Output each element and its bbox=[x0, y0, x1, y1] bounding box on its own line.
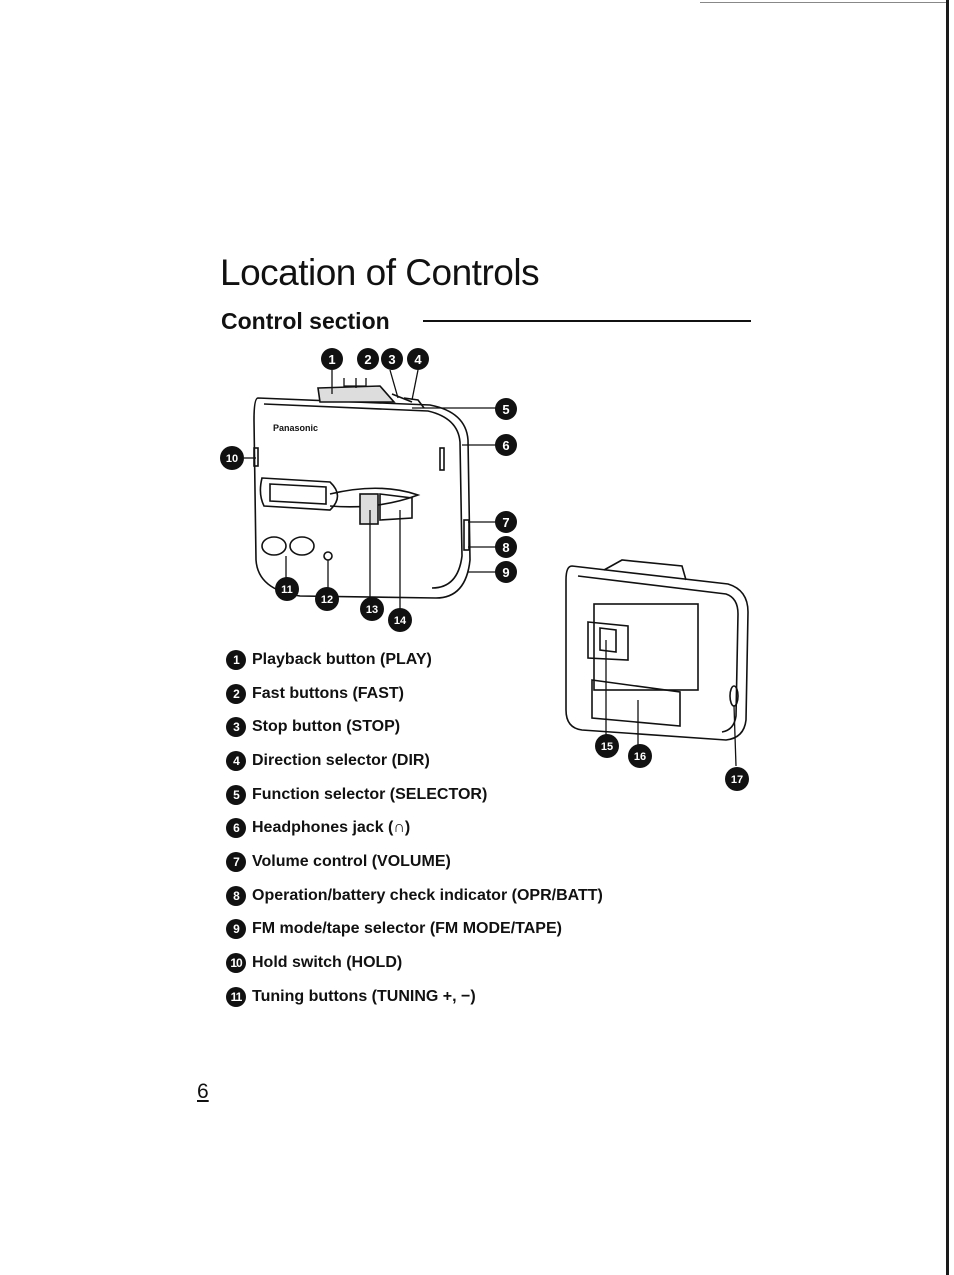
callout-11-icon: 11 bbox=[275, 577, 299, 601]
legend-label: Fast buttons (FAST) bbox=[252, 684, 404, 702]
legend-label: Headphones jack (∩) bbox=[252, 819, 411, 837]
svg-text:13: 13 bbox=[366, 604, 378, 616]
legend-label: Stop button (STOP) bbox=[252, 718, 401, 736]
legend-label: Hold switch (HOLD) bbox=[252, 954, 403, 972]
svg-text:5: 5 bbox=[502, 402, 509, 417]
callout-13-icon: 13 bbox=[360, 597, 384, 621]
legend-item: 5 Function selector (SELECTOR) bbox=[226, 778, 603, 812]
number-8-icon: 8 bbox=[226, 885, 246, 906]
svg-text:6: 6 bbox=[502, 438, 509, 453]
number-1-icon: 1 bbox=[226, 649, 246, 670]
top-scan-line bbox=[700, 2, 946, 3]
rear-view-drawing bbox=[565, 559, 749, 741]
number-4-icon: 4 bbox=[226, 750, 246, 771]
callout-12-icon: 12 bbox=[315, 587, 339, 611]
legend-item: 4 Direction selector (DIR) bbox=[226, 744, 603, 778]
number-2-icon: 2 bbox=[226, 683, 246, 704]
legend-label: Function selector (SELECTOR) bbox=[252, 785, 488, 803]
legend-label: Operation/battery check indicator (OPR/B… bbox=[252, 886, 603, 904]
svg-text:7: 7 bbox=[502, 515, 509, 530]
callout-16-icon: 16 bbox=[628, 744, 652, 768]
page-edge-shadow bbox=[946, 0, 949, 1275]
rear-callout-lines bbox=[605, 640, 737, 767]
callout-2-icon: 2 bbox=[357, 348, 379, 370]
number-6-icon: 6 bbox=[226, 818, 246, 839]
section-rule bbox=[423, 320, 751, 322]
legend-item: 7 Volume control (VOLUME) bbox=[226, 845, 603, 879]
controls-legend: 1 Playback button (PLAY) 2 Fast buttons (F… bbox=[226, 643, 603, 1014]
number-3-icon: 3 bbox=[226, 717, 246, 738]
brand-label: Panasonic bbox=[273, 423, 318, 433]
callout-10-icon: 10 bbox=[220, 446, 244, 470]
callout-4-icon: 4 bbox=[407, 348, 429, 370]
callout-1-icon: 1 bbox=[321, 348, 343, 370]
page-number: 6 bbox=[197, 1080, 209, 1103]
callout-3-icon: 3 bbox=[381, 348, 403, 370]
svg-text:11: 11 bbox=[281, 584, 293, 596]
svg-text:1: 1 bbox=[328, 352, 335, 367]
legend-item: 6 Headphones jack (∩) bbox=[226, 811, 603, 845]
callout-markers: 1 2 3 4 5 6 7 8 9 10 11 12 13 14 15 16 1… bbox=[220, 348, 749, 791]
svg-text:2: 2 bbox=[364, 352, 371, 367]
callout-15-icon: 15 bbox=[595, 734, 619, 758]
legend-item: 11 Tuning buttons (TUNING +, −) bbox=[226, 980, 603, 1014]
callout-5-icon: 5 bbox=[495, 398, 517, 420]
number-10-icon: 10 bbox=[226, 953, 246, 974]
svg-text:4: 4 bbox=[414, 352, 422, 367]
section-title: Control section bbox=[221, 308, 390, 334]
svg-text:16: 16 bbox=[634, 751, 646, 763]
svg-text:9: 9 bbox=[502, 565, 509, 580]
svg-text:3: 3 bbox=[388, 352, 395, 367]
callout-8-icon: 8 bbox=[495, 536, 517, 558]
callout-17-icon: 17 bbox=[725, 767, 749, 791]
section-header: Control section bbox=[221, 307, 751, 337]
number-7-icon: 7 bbox=[226, 851, 246, 872]
callout-7-icon: 7 bbox=[495, 511, 517, 533]
legend-item: 9 FM mode/tape selector (FM MODE/TAPE) bbox=[226, 913, 603, 947]
number-5-icon: 5 bbox=[226, 784, 246, 805]
legend-item: 2 Fast buttons (FAST) bbox=[226, 677, 603, 711]
svg-text:17: 17 bbox=[731, 774, 743, 786]
front-callout-lines bbox=[244, 369, 496, 612]
legend-item: 3 Stop button (STOP) bbox=[226, 710, 603, 744]
legend-label: Direction selector (DIR) bbox=[252, 751, 430, 769]
svg-text:15: 15 bbox=[601, 741, 613, 753]
page-title: Location of Controls bbox=[220, 252, 540, 293]
callout-9-icon: 9 bbox=[495, 561, 517, 583]
number-11-icon: 11 bbox=[226, 986, 246, 1007]
legend-label: Volume control (VOLUME) bbox=[252, 852, 451, 870]
legend-label: Tuning buttons (TUNING +, −) bbox=[252, 987, 476, 1005]
front-view-drawing bbox=[253, 385, 471, 599]
svg-text:10: 10 bbox=[226, 453, 238, 465]
legend-item: 8 Operation/battery check indicator (OPR/… bbox=[226, 879, 603, 913]
svg-text:12: 12 bbox=[321, 594, 333, 606]
callout-6-icon: 6 bbox=[495, 434, 517, 456]
number-9-icon: 9 bbox=[226, 919, 246, 940]
legend-item: 1 Playback button (PLAY) bbox=[226, 643, 603, 677]
svg-text:14: 14 bbox=[394, 615, 407, 627]
svg-text:8: 8 bbox=[502, 540, 509, 555]
legend-item: 10 Hold switch (HOLD) bbox=[226, 946, 603, 980]
legend-label: FM mode/tape selector (FM MODE/TAPE) bbox=[252, 920, 562, 938]
callout-14-icon: 14 bbox=[388, 608, 412, 632]
legend-label: Playback button (PLAY) bbox=[252, 650, 432, 668]
